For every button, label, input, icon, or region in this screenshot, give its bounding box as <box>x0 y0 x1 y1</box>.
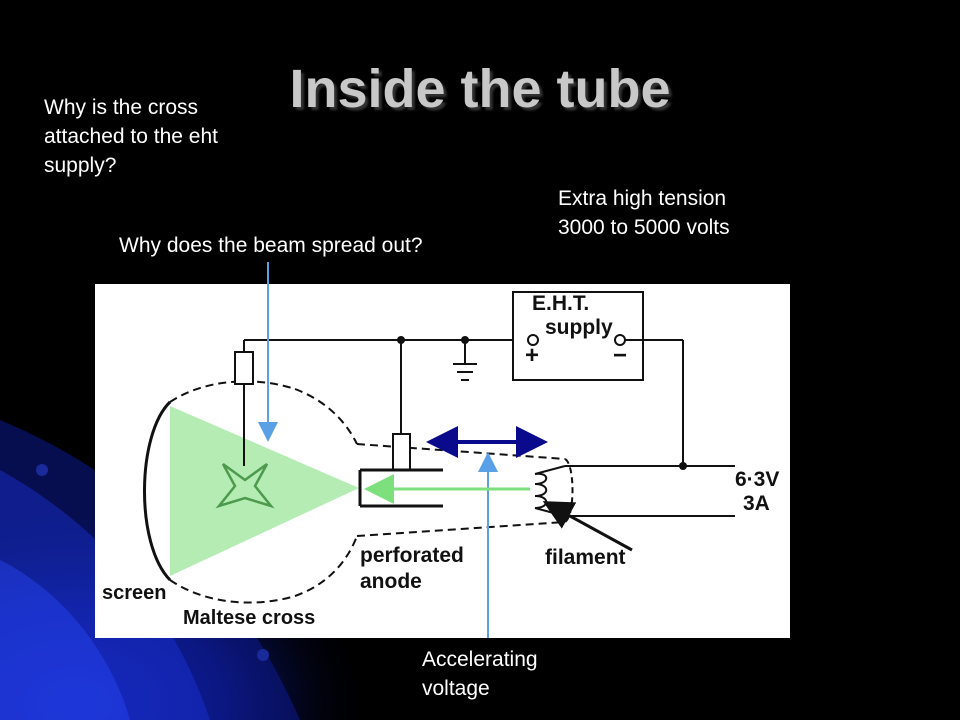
eht-note-text: Extra high tension 3000 to 5000 volts <box>558 184 730 242</box>
maltese-cross-label: Maltese cross <box>183 607 316 629</box>
filament-coil <box>534 472 548 509</box>
electrons-note: Electrons produced here <box>649 540 737 627</box>
accelerating-note-line: Accelerating <box>422 648 538 671</box>
screen-label: screen <box>102 582 167 604</box>
tube-neck-lower <box>356 521 566 537</box>
question-cross-line: Why is the cross <box>44 96 199 119</box>
anode-label-line1: perforated <box>360 544 464 567</box>
question-beam-text: Why does the beam spread out? <box>119 234 423 257</box>
question-cross-line: attached to the eht <box>44 125 218 148</box>
filament-label: filament <box>545 546 626 569</box>
supply-label: supply <box>545 316 613 339</box>
tube-neck-upper <box>356 443 566 460</box>
electron-beam-cone <box>170 406 359 576</box>
tube-end-cap <box>564 458 574 523</box>
filament-lead <box>534 507 566 517</box>
electrons-note-line: produced <box>649 572 737 595</box>
tube-wall-top <box>169 380 296 403</box>
filament-lead <box>534 465 566 475</box>
plus-label: + <box>525 342 540 369</box>
maltese-cross <box>215 462 275 509</box>
eht-note-line: 3000 to 5000 volts <box>558 216 730 239</box>
tube-neck-bottom <box>294 535 358 597</box>
anode-label-line2: anode <box>360 570 422 593</box>
accelerating-voltage-note: Accelerating voltage <box>422 645 538 703</box>
tube-wall-bottom <box>169 579 296 604</box>
tube-neck-top <box>294 388 358 445</box>
screen-surface <box>143 400 172 582</box>
eht-note-line: Extra high tension <box>558 187 727 210</box>
resistor <box>234 351 254 385</box>
tube-diagram: E.H.T. supply + − 6·3V 3A screen Maltese… <box>95 284 790 638</box>
electrons-note-line: here <box>649 601 692 624</box>
slide-title: Inside the tube <box>289 59 671 119</box>
eht-label: E.H.T. <box>532 292 590 315</box>
tube-diagram-drawing <box>143 291 735 604</box>
heater-voltage-label: 6·3V <box>735 468 780 491</box>
eht-terminal-positive <box>527 334 539 346</box>
question-cross-line: supply? <box>44 154 117 177</box>
anode-connector <box>392 433 411 471</box>
heater-current-label: 3A <box>743 492 770 515</box>
electrons-note-line: Electrons <box>649 543 737 566</box>
question-cross-text: Why is the cross attached to the eht sup… <box>44 93 274 180</box>
minus-label: − <box>613 342 628 369</box>
accelerating-note-line: voltage <box>422 677 490 700</box>
